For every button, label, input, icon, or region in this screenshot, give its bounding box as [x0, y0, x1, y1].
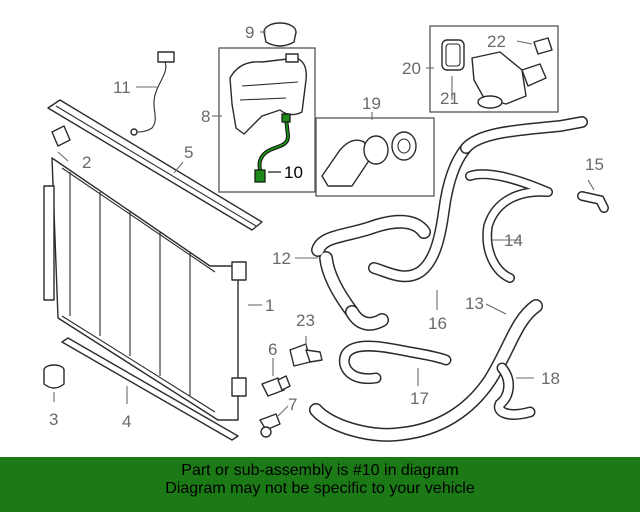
part-6-temperature-sensor [261, 375, 291, 397]
callout-13: 13 [465, 294, 484, 313]
part-23-sensor [289, 343, 323, 367]
callout-2: 2 [82, 153, 91, 172]
callout-15: 15 [585, 155, 604, 174]
callout-11: 11 [113, 78, 131, 97]
part-5-seal-strip [47, 99, 263, 231]
part-1-radiator [43, 157, 247, 421]
part-8-group-box [218, 47, 316, 193]
callout-6: 6 [268, 340, 277, 359]
part-20-water-outlet [441, 37, 553, 109]
part-7-sensor [259, 413, 281, 438]
part-20-group-box [429, 25, 559, 113]
part-14-bypass-hose [465, 169, 553, 283]
callout-22: 22 [487, 32, 506, 51]
callout-20: 20 [402, 59, 421, 78]
banner-line-2: Diagram may not be specific to your vehi… [165, 480, 475, 497]
leader-lines [53, 31, 595, 417]
callout-21: 21 [440, 89, 459, 108]
part-17-heater-hose [339, 340, 452, 385]
part-19-thermostat-housing [321, 131, 417, 187]
part-11-sensor-harness [130, 51, 175, 136]
callout-4: 4 [122, 412, 131, 431]
callout-17: 17 [410, 389, 429, 408]
part-9-reservoir-cap [263, 22, 297, 47]
callout-3: 3 [49, 410, 58, 429]
part-19-group-box [315, 117, 435, 197]
part-15-hose-fitting [577, 191, 609, 213]
info-banner: Part or sub-assembly is #10 in diagram D… [0, 457, 640, 512]
part-13-lower-hose [309, 299, 543, 442]
callout-9: 9 [245, 23, 254, 42]
callout-7: 7 [288, 395, 297, 414]
callout-18: 18 [541, 369, 560, 388]
part-12-radiator-hose [311, 214, 431, 331]
callout-19: 19 [362, 94, 381, 113]
part-18-heater-return-hose [493, 362, 536, 420]
banner-line-1: Part or sub-assembly is #10 in diagram [181, 462, 459, 479]
part-16-coolant-hose [368, 116, 588, 283]
part-4-lower-seal [61, 337, 239, 441]
part-2-bracket [51, 125, 71, 147]
part-8-coolant-reservoir [229, 53, 307, 135]
callout-23: 23 [296, 311, 315, 330]
parts-diagram: 1 2 3 4 5 6 7 8 9 10 11 12 13 14 15 16 1… [43, 22, 609, 442]
callout-8: 8 [201, 107, 210, 126]
callout-12: 12 [272, 249, 291, 268]
callout-10: 10 [284, 163, 303, 182]
part-10-reservoir-hose [254, 113, 291, 183]
callout-14: 14 [504, 231, 523, 250]
part-3-mount [43, 364, 65, 389]
callout-5: 5 [184, 143, 193, 162]
callout-16: 16 [428, 314, 447, 333]
callout-1: 1 [265, 296, 274, 315]
